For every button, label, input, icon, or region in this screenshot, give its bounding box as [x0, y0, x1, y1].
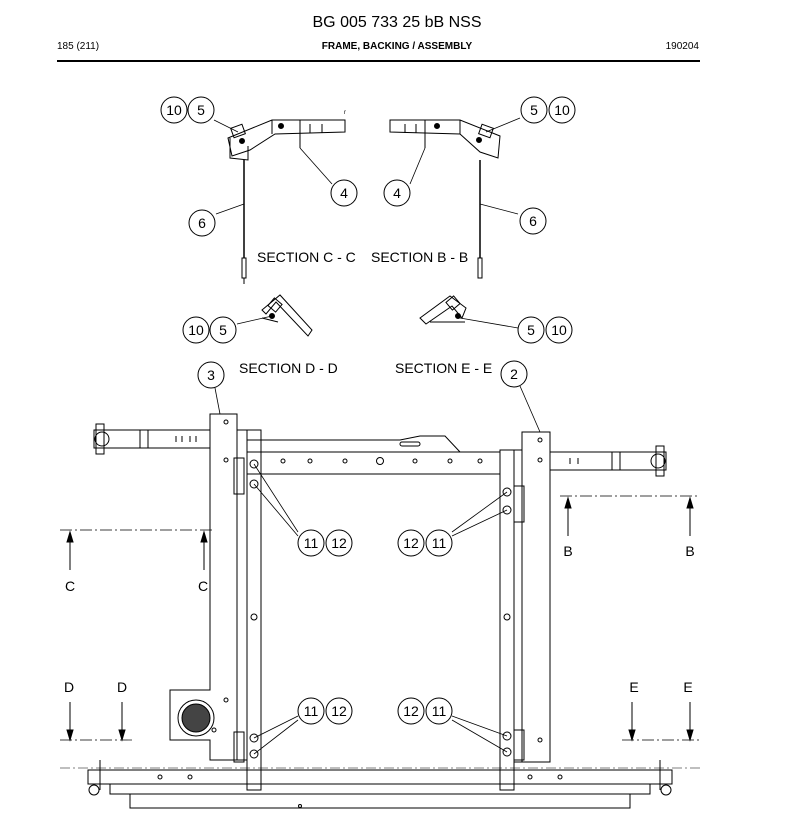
balloon-10-bb: 10 — [548, 96, 576, 124]
balloon-12-upper-left: 12 — [325, 529, 353, 557]
svg-text:3: 3 — [207, 367, 215, 383]
balloon-11-upper-left: 11 — [297, 529, 325, 557]
cut-line-c — [60, 529, 212, 570]
balloon-10-ee: 10 — [545, 316, 573, 344]
balloon-5-bb: 5 — [520, 96, 548, 124]
page-number: 185 (211) — [57, 41, 100, 52]
marker-e-left: E — [629, 679, 638, 695]
header-rule — [57, 60, 700, 62]
svg-text:6: 6 — [529, 213, 537, 229]
cut-line-d — [60, 702, 132, 742]
marker-e-right: E — [683, 679, 692, 695]
section-cc-detail: r — [227, 110, 346, 284]
balloon-3: 3 — [197, 361, 225, 389]
balloon-10-cc: 10 — [160, 96, 188, 124]
balloon-5-dd: 5 — [209, 316, 237, 344]
main-frame — [60, 413, 700, 809]
marker-c-left: C — [65, 578, 75, 594]
marker-d-left: D — [64, 679, 74, 695]
svg-text:5: 5 — [197, 102, 205, 118]
leader-lines — [213, 117, 541, 755]
document-date: 190204 — [665, 41, 699, 52]
svg-text:2: 2 — [510, 366, 518, 382]
svg-text:11: 11 — [432, 703, 447, 719]
balloon-10-dd: 10 — [182, 316, 210, 344]
svg-text:4: 4 — [393, 185, 401, 201]
svg-text:10: 10 — [554, 102, 570, 118]
balloon-12-lower-left: 12 — [325, 697, 353, 725]
svg-text:12: 12 — [331, 535, 347, 551]
balloon-4-bb: 4 — [383, 179, 411, 207]
section-bb-label: SECTION B - B — [371, 249, 468, 265]
svg-text:10: 10 — [166, 102, 182, 118]
svg-text:10: 10 — [188, 322, 204, 338]
section-dd-label: SECTION D - D — [239, 360, 338, 376]
balloon-2: 2 — [500, 360, 528, 388]
cut-line-b — [560, 495, 700, 536]
svg-text:12: 12 — [403, 535, 419, 551]
section-dd-detail — [261, 294, 313, 337]
balloon-12-lower-right: 12 — [397, 697, 425, 725]
balloon-11-lower-right: 11 — [425, 697, 453, 725]
marker-b-right: B — [685, 543, 694, 559]
svg-text:10: 10 — [551, 322, 567, 338]
balloon-12-upper-right: 12 — [397, 529, 425, 557]
cut-line-e — [622, 702, 700, 742]
balloon-5-ee: 5 — [517, 316, 545, 344]
section-ee-label: SECTION E - E — [395, 360, 492, 376]
section-ee-detail — [419, 295, 467, 325]
section-cc-label: SECTION C - C — [257, 249, 356, 265]
balloon-6-bb: 6 — [519, 207, 547, 235]
balloon-6-cc: 6 — [188, 209, 216, 237]
svg-text:12: 12 — [403, 703, 419, 719]
marker-c-right: C — [198, 578, 208, 594]
svg-text:12: 12 — [331, 703, 347, 719]
balloon-11-lower-left: 11 — [297, 697, 325, 725]
balloon-4-cc: 4 — [330, 179, 358, 207]
svg-text:5: 5 — [527, 322, 535, 338]
svg-text:4: 4 — [340, 185, 348, 201]
document-subtitle: FRAME, BACKING / ASSEMBLY — [321, 41, 473, 52]
marker-d-right: D — [117, 679, 127, 695]
document-title: BG 005 733 25 bB NSS — [312, 14, 482, 31]
svg-text:5: 5 — [530, 102, 538, 118]
svg-text:11: 11 — [304, 535, 319, 551]
svg-text:11: 11 — [304, 703, 319, 719]
svg-text:5: 5 — [219, 322, 227, 338]
section-bb-detail — [389, 119, 501, 279]
svg-text:11: 11 — [432, 535, 447, 551]
svg-text:6: 6 — [198, 215, 206, 231]
balloon-5-cc: 5 — [187, 96, 215, 124]
marker-b-left: B — [563, 543, 572, 559]
balloon-11-upper-right: 11 — [425, 529, 453, 557]
svg-text:r: r — [344, 110, 346, 116]
